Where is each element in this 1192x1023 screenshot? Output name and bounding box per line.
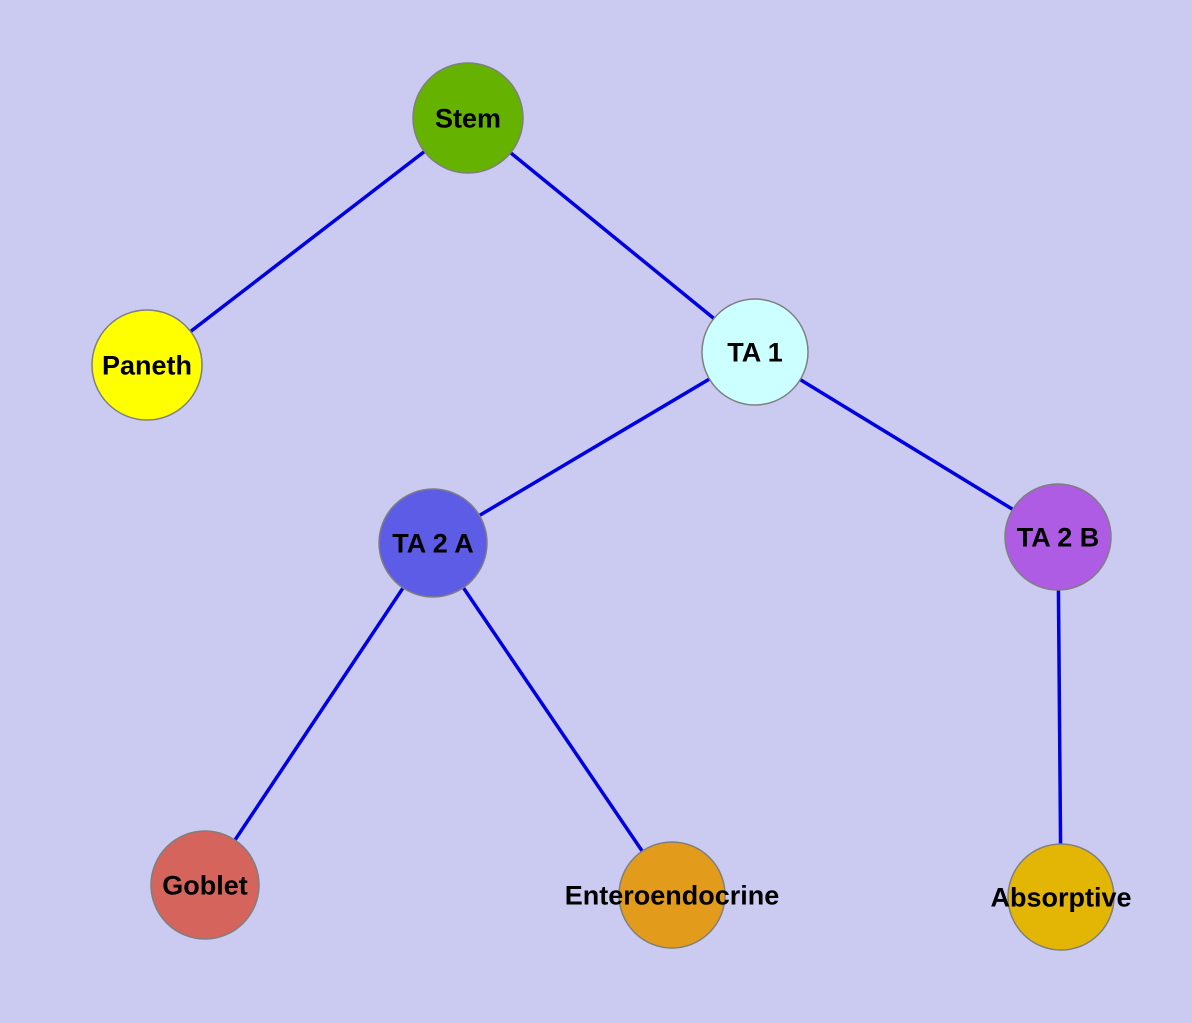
graph-node-stem[interactable] — [412, 62, 524, 174]
graph-node-goblet[interactable] — [150, 830, 260, 940]
graph-node-absorptive[interactable] — [1007, 843, 1115, 951]
graph-node-enteroendocrine[interactable] — [618, 841, 726, 949]
graph-node-paneth[interactable] — [91, 309, 203, 421]
graph-node-ta2b[interactable] — [1004, 483, 1112, 591]
graph-edge-ta1-ta2b — [754, 350, 1059, 539]
graph-edge-ta2a-goblet — [203, 542, 435, 886]
node-layer — [91, 62, 1115, 951]
graph-node-ta1[interactable] — [701, 298, 809, 406]
graph-edge-ta2b-absorptive — [1056, 536, 1063, 898]
graph-edge-stem-paneth — [145, 116, 470, 367]
graph-edge-ta1-ta2a — [432, 350, 756, 545]
graph-edge-stem-ta1 — [466, 116, 757, 354]
edge-layer — [145, 116, 1063, 898]
graph-edge-ta2a-enteroendocrine — [431, 542, 674, 896]
graph-node-ta2a[interactable] — [378, 488, 488, 598]
